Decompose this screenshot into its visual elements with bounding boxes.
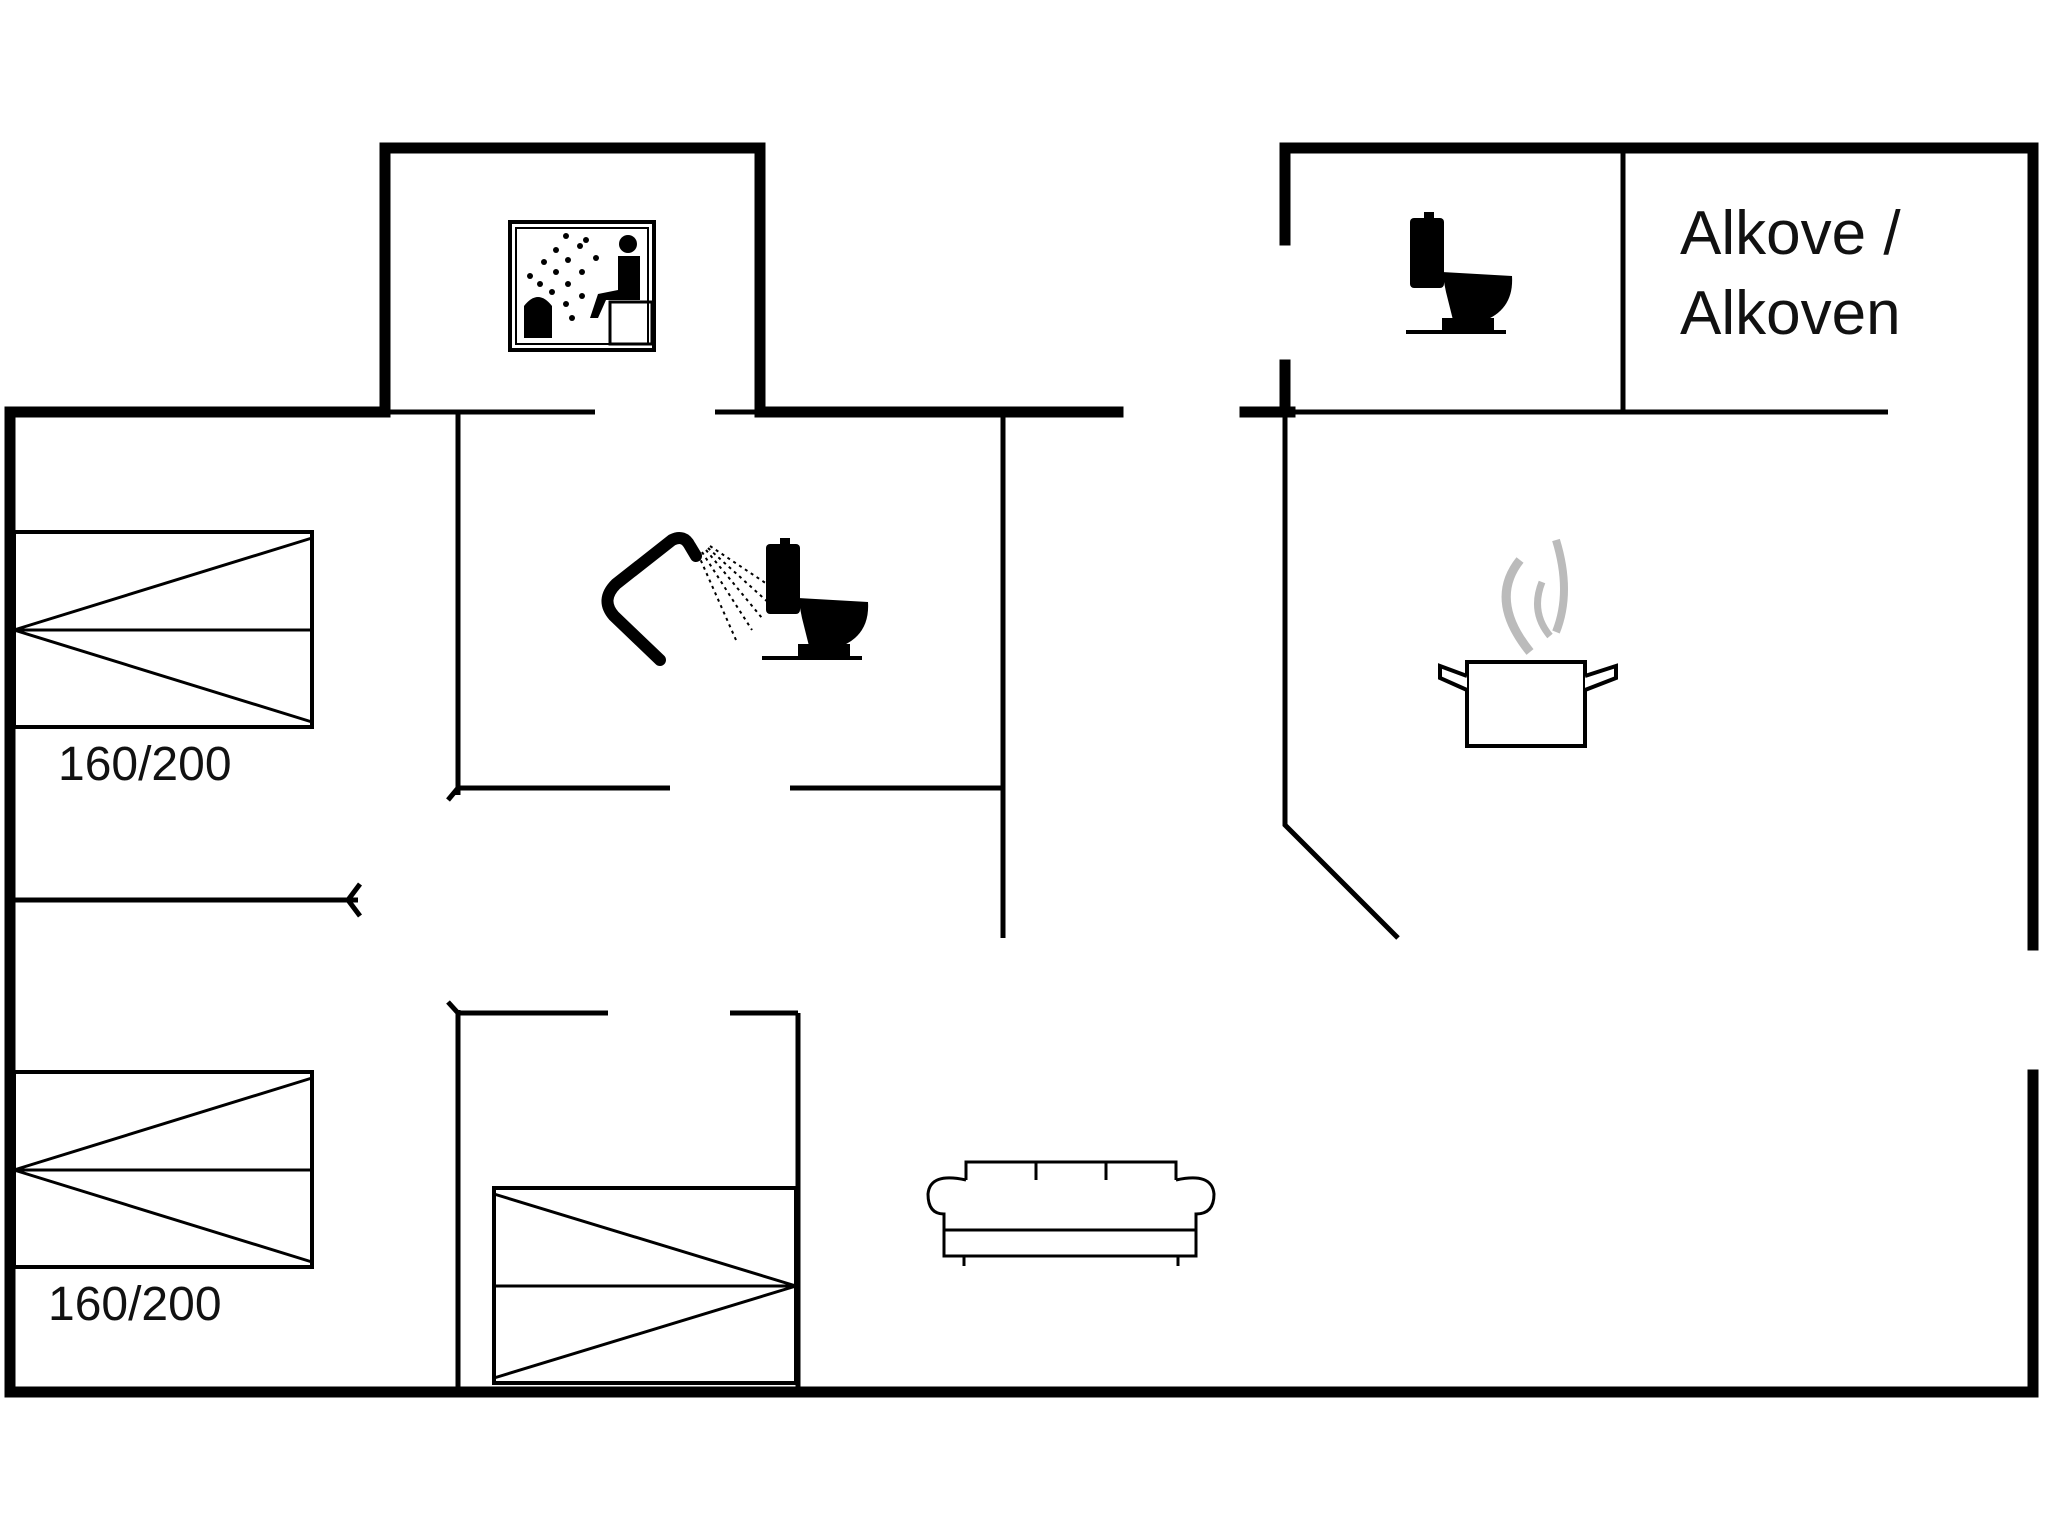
bed-1 [12, 530, 314, 729]
wall-sauna-outline [4, 142, 1124, 418]
shower-icon [601, 532, 777, 666]
door-jamb-bath [446, 786, 460, 802]
alcove-label-line-1: Alkove / [1680, 199, 1901, 268]
bed-1-size-label: 160/200 [58, 738, 232, 791]
door-jamb-bedroom3 [446, 1000, 460, 1015]
toilet-icon-alcove [1406, 212, 1513, 334]
bed-2 [12, 1070, 314, 1269]
alcove-label-line-2: Alkoven [1680, 279, 1901, 348]
sauna-icon [508, 220, 656, 352]
cooking-pot-icon [1438, 538, 1618, 748]
bed-3 [492, 1186, 798, 1385]
bed-2-size-label: 160/200 [48, 1278, 222, 1331]
door-jamb-bedroom1 [344, 882, 362, 918]
toilet-icon-bath [762, 538, 869, 660]
wall-right-upper [1279, 142, 2039, 951]
sofa-icon [926, 1160, 1216, 1266]
wall-kitchen-left [1282, 412, 1400, 940]
